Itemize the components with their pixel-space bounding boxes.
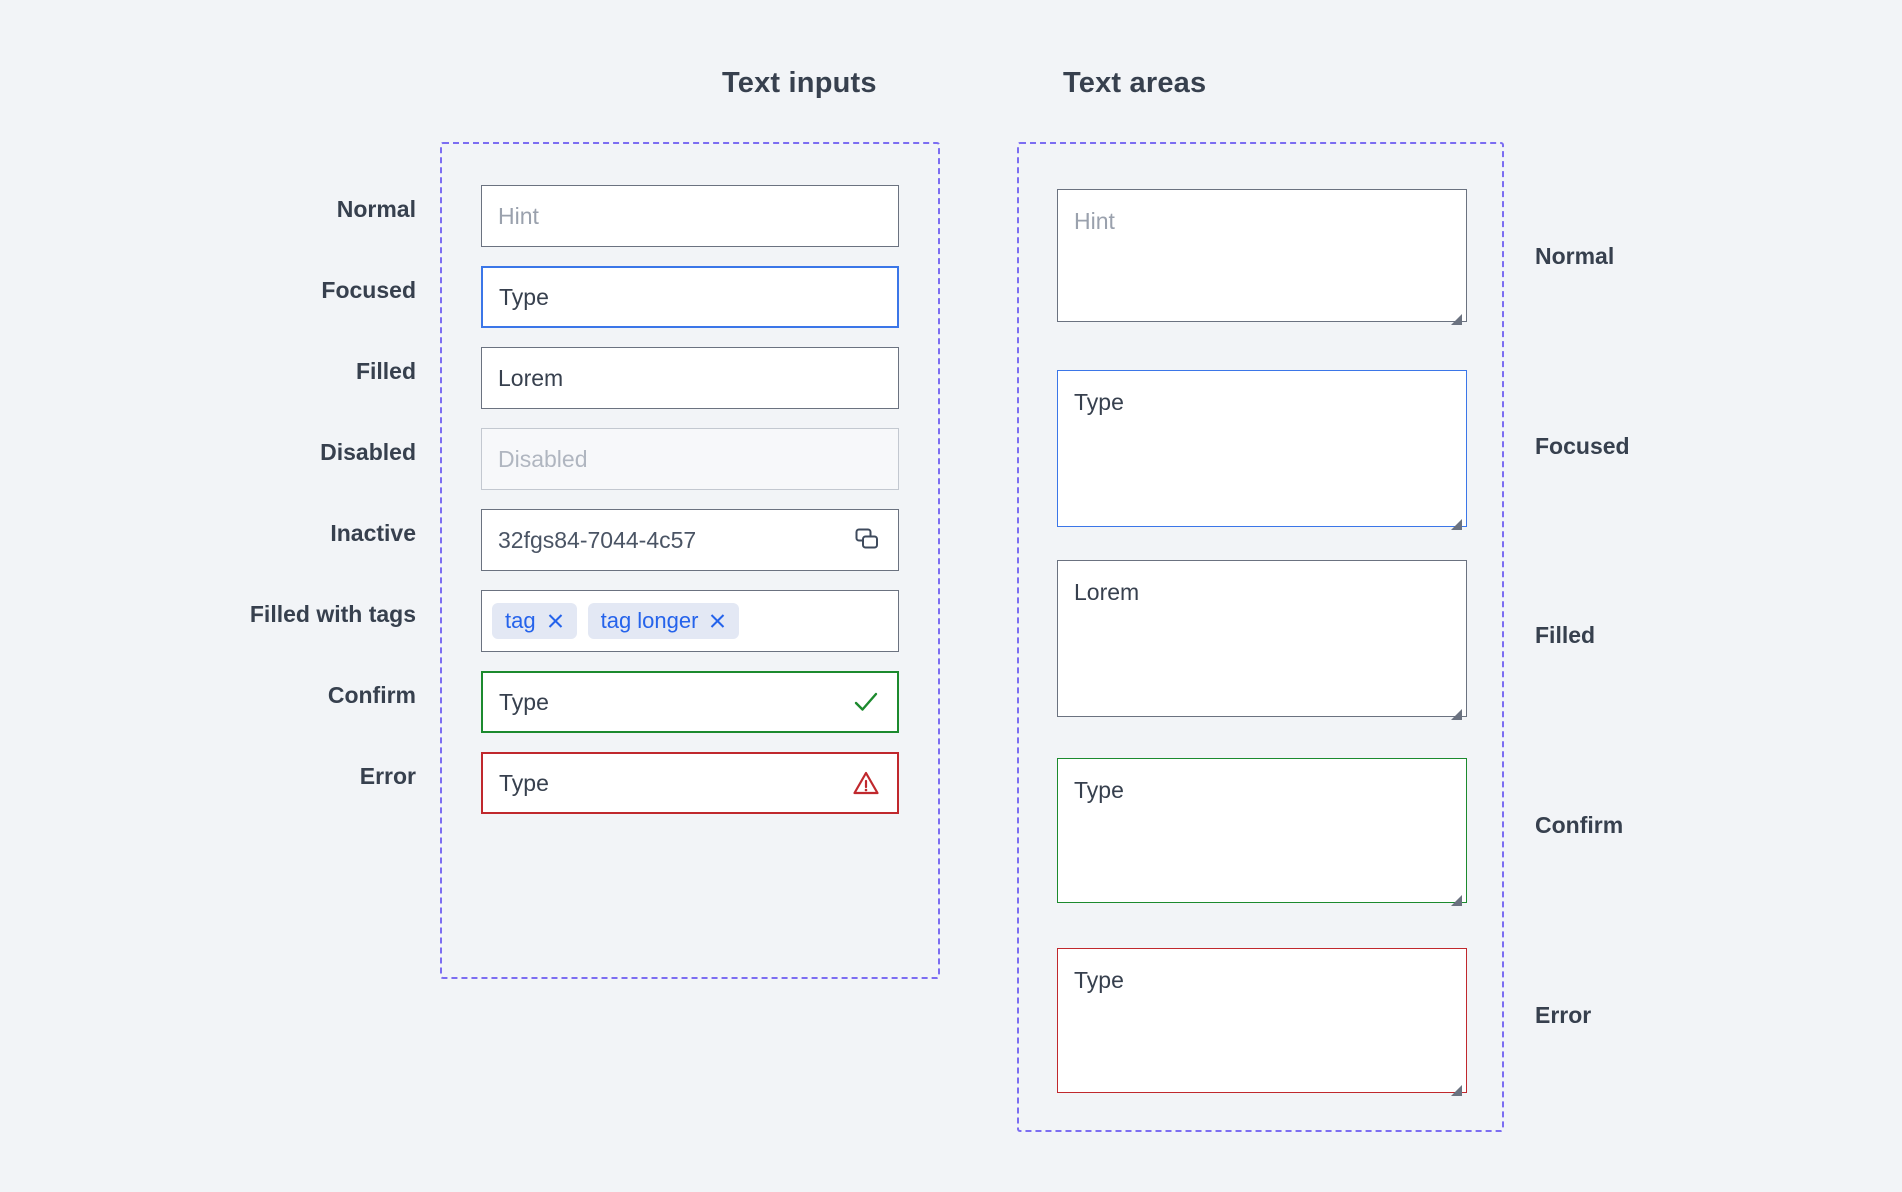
label-confirm: Confirm [327,682,416,708]
label-normal: Normal [336,196,416,222]
textarea-filled[interactable]: Lorem [1057,560,1467,720]
tag-chip-label: tag [505,608,536,633]
text-input-filled[interactable]: Lorem [481,347,899,409]
textarea-normal-placeholder: Hint [1074,208,1115,234]
resize-grip-icon[interactable] [1449,885,1462,906]
text-input-normal[interactable]: Hint [481,185,899,247]
textarea-label-column: Normal Focused Filled Confirm Error [1535,0,1835,1192]
resize-grip-icon[interactable] [1449,1075,1462,1096]
label-area-normal: Normal [1535,243,1615,269]
label-inactive: Inactive [330,520,416,546]
text-input-error[interactable]: Type [481,752,899,814]
textarea-confirm[interactable]: Type [1057,758,1467,906]
resize-grip-icon[interactable] [1449,304,1462,325]
tag-remove-icon[interactable] [547,613,564,630]
warning-icon [851,768,881,798]
label-filled: Filled [355,358,416,384]
label-area-confirm: Confirm [1535,812,1624,838]
resize-grip-icon[interactable] [1449,509,1462,530]
copy-icon[interactable] [852,525,882,555]
text-input-inactive-value: 32fgs84-7044-4c57 [498,526,697,553]
text-input-filled-value: Lorem [498,364,564,391]
text-input-filled-with-tags[interactable]: tag tag longer [481,590,899,652]
tag-remove-icon[interactable] [709,613,726,630]
label-area-focused: Focused [1535,433,1630,459]
check-icon [851,687,881,717]
label-filled-with-tags: Filled with tags [249,601,416,627]
resize-grip-icon[interactable] [1449,699,1462,720]
tag-chip[interactable]: tag [492,603,577,639]
label-focused: Focused [321,277,416,303]
text-input-confirm[interactable]: Type [481,671,899,733]
textarea-error-value: Type [1074,967,1124,993]
text-input-label-column: Normal Focused Filled Disabled Inactive … [120,0,416,1192]
label-disabled: Disabled [320,439,416,465]
textarea-error[interactable]: Type [1057,948,1467,1096]
label-error: Error [359,763,416,789]
text-input-focused[interactable]: Type [481,266,899,328]
textarea-normal[interactable]: Hint [1057,189,1467,325]
label-area-filled: Filled [1535,622,1596,648]
text-input-normal-placeholder: Hint [498,202,539,229]
textarea-focused-value: Type [1074,389,1124,415]
text-input-confirm-value: Type [499,688,549,715]
text-input-disabled: Disabled [481,428,899,490]
tag-chip-label: tag longer [600,608,699,633]
text-input-disabled-placeholder: Disabled [498,445,588,472]
text-inputs-frame [440,142,940,979]
label-area-error: Error [1535,1002,1592,1028]
text-input-focused-value: Type [499,283,549,310]
textarea-confirm-value: Type [1074,777,1124,803]
tag-chip[interactable]: tag longer [587,603,740,639]
text-input-error-value: Type [499,769,549,796]
section-title-text-inputs: Text inputs [722,67,877,99]
textarea-focused[interactable]: Type [1057,370,1467,530]
text-areas-frame [1017,142,1504,1132]
textarea-filled-value: Lorem [1074,579,1140,605]
section-title-text-areas: Text areas [1063,67,1207,99]
text-input-inactive[interactable]: 32fgs84-7044-4c57 [481,509,899,571]
